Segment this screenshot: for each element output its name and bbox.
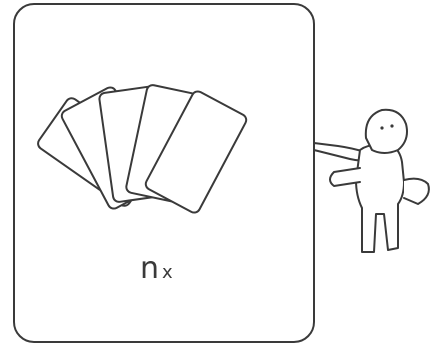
label-subscript: x xyxy=(162,262,173,283)
figure-eye xyxy=(380,126,384,130)
label-main: n xyxy=(140,251,159,286)
figure-arm-front xyxy=(329,167,361,187)
figure-arm-hip xyxy=(403,177,430,205)
pointing-person-icon xyxy=(313,108,430,253)
card xyxy=(144,90,248,214)
figure-head xyxy=(364,108,408,154)
figure-eye xyxy=(390,124,394,128)
cards-count-label: n x xyxy=(140,251,173,286)
figure-body xyxy=(355,143,405,253)
cards-fan-icon xyxy=(37,84,248,214)
